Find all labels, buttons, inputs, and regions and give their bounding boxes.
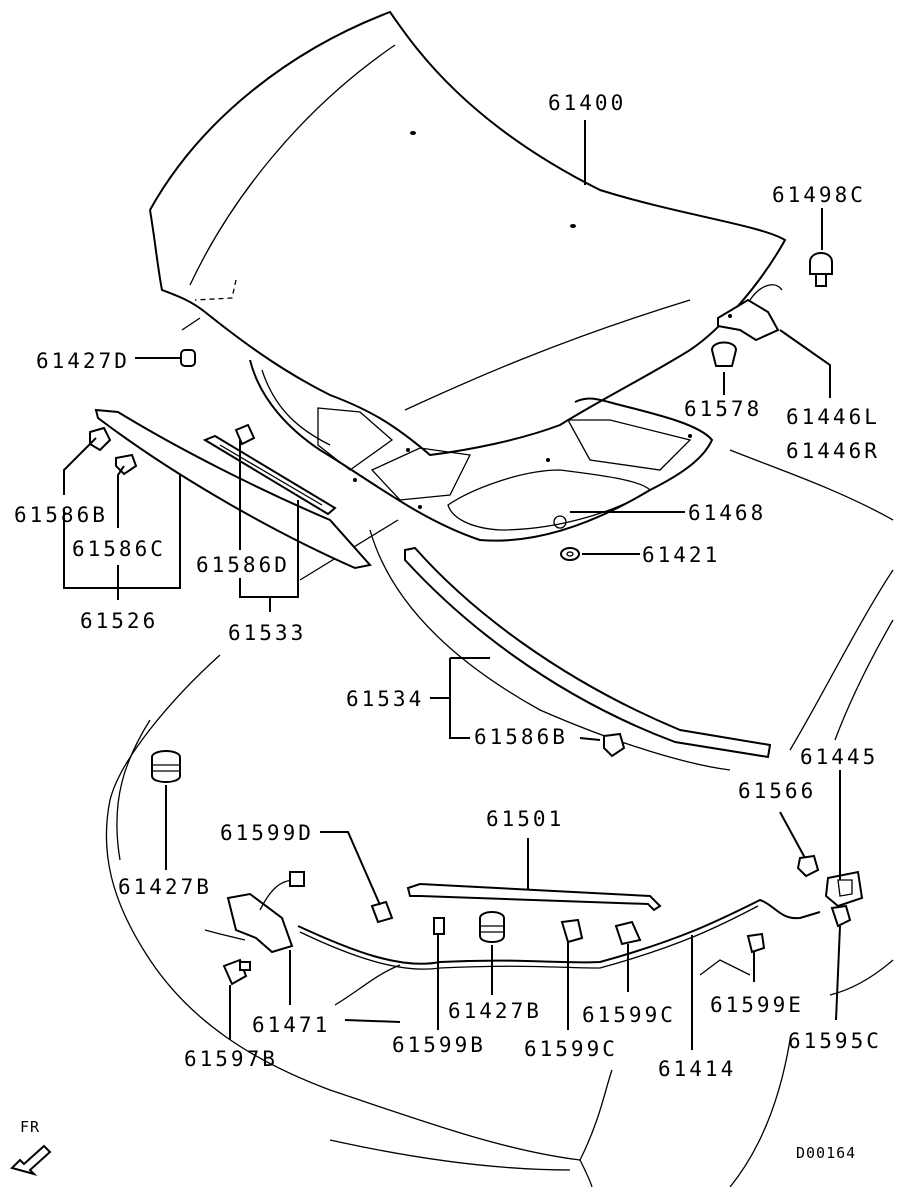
label-61586c: 61586C — [72, 537, 166, 561]
label-61599b: 61599B — [392, 1033, 486, 1057]
label-61421: 61421 — [642, 543, 720, 567]
weatherstrip-61526 — [94, 408, 372, 570]
label-61599c-a: 61599C — [582, 1003, 676, 1027]
clip-61599c-a-icon — [560, 918, 584, 944]
label-61578: 61578 — [684, 397, 762, 421]
label-61599c-b: 61599C — [524, 1037, 618, 1061]
label-direction-fr: FR — [20, 1118, 40, 1136]
label-61427b-mid: 61427B — [448, 999, 542, 1023]
bolt-61566-icon — [796, 854, 820, 878]
clip-61586c-icon — [115, 453, 138, 476]
label-61468: 61468 — [688, 501, 766, 525]
label-61586b-mid: 61586B — [474, 725, 568, 749]
clip-61595c-icon — [830, 904, 852, 928]
clip-61599c-b-icon — [614, 920, 642, 946]
bolt-61498c-icon — [809, 252, 833, 287]
clip-61421-icon — [560, 547, 580, 561]
leader-lines — [63, 120, 841, 1050]
label-61446l: 61446L — [786, 405, 880, 429]
bumper-61578-icon — [710, 341, 738, 367]
label-61597b: 61597B — [184, 1047, 278, 1071]
release-cable-61414 — [297, 898, 821, 970]
label-61595c: 61595C — [788, 1029, 882, 1053]
label-61533: 61533 — [228, 621, 306, 645]
latch-61445-icon — [824, 870, 864, 908]
label-61501: 61501 — [486, 807, 564, 831]
label-61498c: 61498C — [772, 183, 866, 207]
clip-61586b-mid-icon — [603, 732, 626, 758]
label-61534: 61534 — [346, 687, 424, 711]
clip-61599d-icon — [370, 900, 394, 924]
label-61586d: 61586D — [196, 553, 290, 577]
weatherstrip-61534 — [404, 546, 772, 759]
label-61566: 61566 — [738, 779, 816, 803]
label-61526: 61526 — [80, 609, 158, 633]
clip-61427d-icon — [180, 349, 196, 367]
bumper-61427b-mid-icon — [479, 911, 505, 943]
hinge-61446-icon — [717, 284, 783, 342]
label-61471: 61471 — [252, 1013, 330, 1037]
label-61427b-left: 61427B — [118, 875, 212, 899]
clip-61586d-icon — [234, 423, 256, 446]
label-61599d: 61599D — [220, 821, 314, 845]
release-lever-61471-icon — [204, 871, 305, 954]
label-61445: 61445 — [800, 745, 878, 769]
prop-rod-61501-icon — [406, 882, 662, 912]
clip-61599e-icon — [746, 932, 766, 954]
clip-61599b-icon — [433, 917, 445, 935]
label-61414: 61414 — [658, 1057, 736, 1081]
clip-61586b-top-icon — [89, 426, 112, 452]
label-61586b-top: 61586B — [14, 503, 108, 527]
label-61427d: 61427D — [36, 349, 130, 373]
hood-inner-frame — [249, 359, 714, 542]
bumper-61427b-left-icon — [151, 750, 181, 783]
weatherstrip-61533 — [202, 434, 337, 516]
label-61446r: 61446R — [786, 439, 880, 463]
hood-panel — [149, 10, 787, 457]
diagram-code: D00164 — [796, 1144, 856, 1162]
front-direction-arrow-icon — [10, 1144, 52, 1176]
bolt-61597b-icon — [222, 958, 251, 986]
label-61599e: 61599E — [710, 993, 804, 1017]
label-61400: 61400 — [548, 91, 626, 115]
vehicle-body-outline — [105, 449, 894, 1187]
part-labels: 61400 61498C 61427D 61578 61446L 61446R … — [14, 91, 882, 1162]
